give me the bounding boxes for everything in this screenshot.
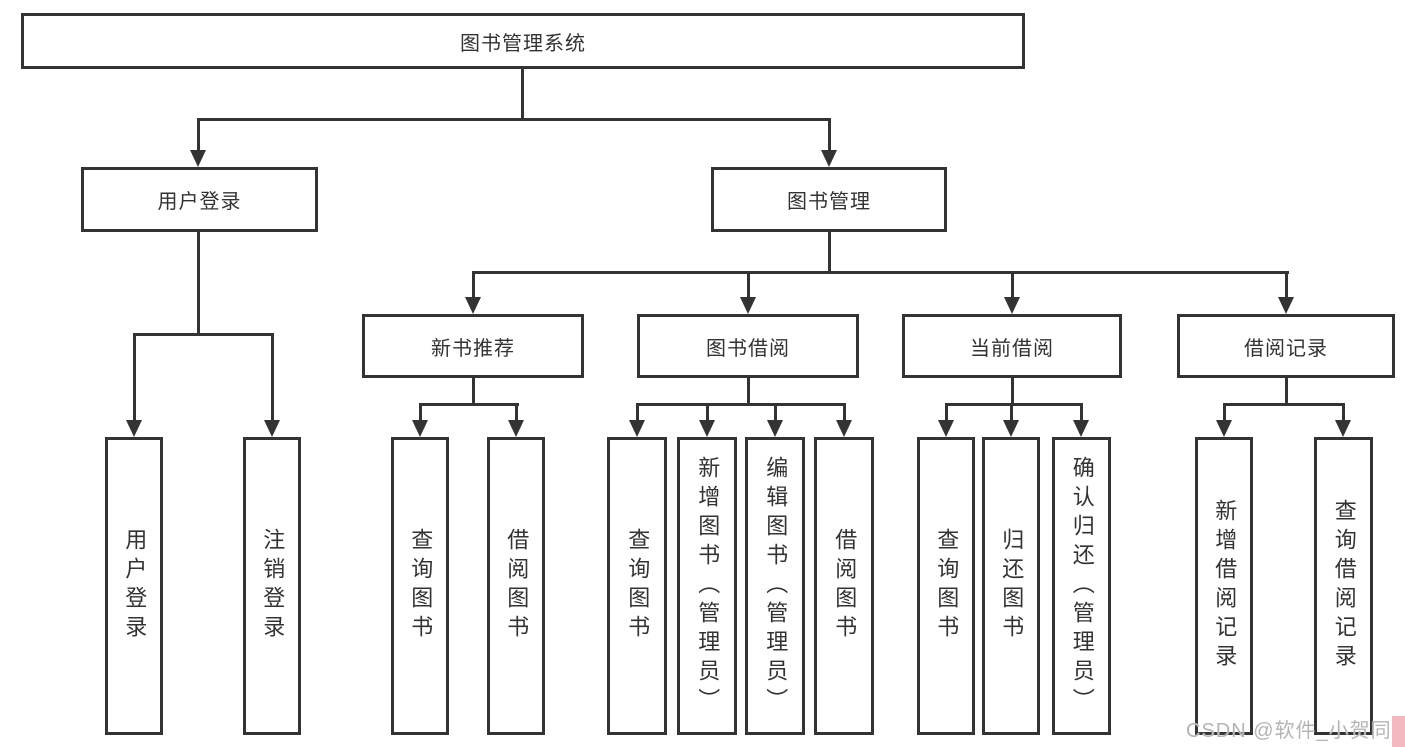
connector-line (636, 403, 846, 406)
node-book-management: 图书管理 (711, 167, 947, 232)
leaf-edit-books-admin: 编辑图书（管理员） (745, 437, 805, 735)
leaf-return-books: 归还图书 (982, 437, 1040, 735)
node-new-book-recommendation: 新书推荐 (362, 314, 584, 378)
arrowhead-down-icon (1216, 420, 1232, 437)
connector-line (271, 333, 274, 421)
connector-line (472, 378, 475, 405)
leaf-query-books-recommend: 查询图书 (391, 437, 449, 735)
connector-line (1080, 403, 1083, 421)
leaf-add-borrow-record: 新增借阅记录 (1195, 437, 1253, 735)
connector-line (1011, 271, 1014, 298)
connector-line (1285, 271, 1288, 298)
leaf-borrow-books-recommend: 借阅图书 (487, 437, 545, 735)
csdn-watermark: CSDN @软件_小贺同学 (1186, 720, 1405, 742)
arrowhead-down-icon (1004, 297, 1020, 314)
leaf-borrow-books: 借阅图书 (814, 437, 874, 735)
connector-line (197, 118, 831, 121)
connector-line (828, 118, 831, 151)
connector-line (843, 403, 846, 421)
arrowhead-down-icon (821, 150, 837, 167)
arrowhead-down-icon (1335, 420, 1351, 437)
arrowhead-down-icon (190, 150, 206, 167)
connector-line (1342, 403, 1345, 421)
arrowhead-down-icon (1003, 420, 1019, 437)
connector-line (1285, 378, 1288, 405)
connector-line (706, 403, 709, 421)
arrowhead-down-icon (465, 297, 481, 314)
arrowhead-down-icon (508, 420, 524, 437)
arrowhead-down-icon (699, 420, 715, 437)
connector-line (945, 403, 948, 421)
leaf-query-books-borrowing: 查询图书 (607, 437, 667, 735)
connector-line (472, 271, 475, 298)
connector-line (133, 333, 136, 421)
connector-line (945, 403, 1083, 406)
connector-line (515, 403, 518, 421)
connector-line (197, 232, 200, 336)
arrowhead-down-icon (767, 420, 783, 437)
arrowhead-down-icon (412, 420, 428, 437)
connector-line (419, 403, 519, 406)
connector-line (419, 403, 422, 421)
connector-line (774, 403, 777, 421)
arrowhead-down-icon (1073, 420, 1089, 437)
arrowhead-down-icon (1278, 297, 1294, 314)
node-library-management-system: 图书管理系统 (21, 13, 1025, 69)
connector-line (472, 271, 1289, 274)
node-user-login: 用户登录 (81, 167, 318, 232)
arrowhead-down-icon (126, 420, 142, 437)
connector-line (636, 403, 639, 421)
node-current-borrowing: 当前借阅 (902, 314, 1122, 378)
connector-line (1010, 403, 1013, 421)
connector-line (747, 378, 750, 405)
leaf-user-login: 用户登录 (105, 437, 163, 735)
connector-line (828, 232, 831, 274)
node-book-borrowing: 图书借阅 (637, 314, 859, 378)
arrowhead-down-icon (938, 420, 954, 437)
connector-line (133, 333, 274, 336)
arrowhead-down-icon (740, 297, 756, 314)
connector-line (1223, 403, 1345, 406)
connector-line (1223, 403, 1226, 421)
arrowhead-down-icon (264, 420, 280, 437)
leaf-add-books-admin: 新增图书（管理员） (677, 437, 737, 735)
node-borrowing-records: 借阅记录 (1177, 314, 1395, 378)
leaf-query-borrow-record: 查询借阅记录 (1314, 437, 1373, 735)
arrowhead-down-icon (629, 420, 645, 437)
connector-line (747, 271, 750, 298)
arrowhead-down-icon (836, 420, 852, 437)
leaf-logout: 注销登录 (243, 437, 301, 735)
connector-line (1011, 378, 1014, 405)
leaf-query-books-current: 查询图书 (917, 437, 975, 735)
connector-line (521, 69, 524, 121)
connector-line (197, 118, 200, 151)
watermark-corner-patch (1392, 716, 1405, 747)
leaf-confirm-return-admin: 确认归还（管理员） (1052, 437, 1111, 735)
